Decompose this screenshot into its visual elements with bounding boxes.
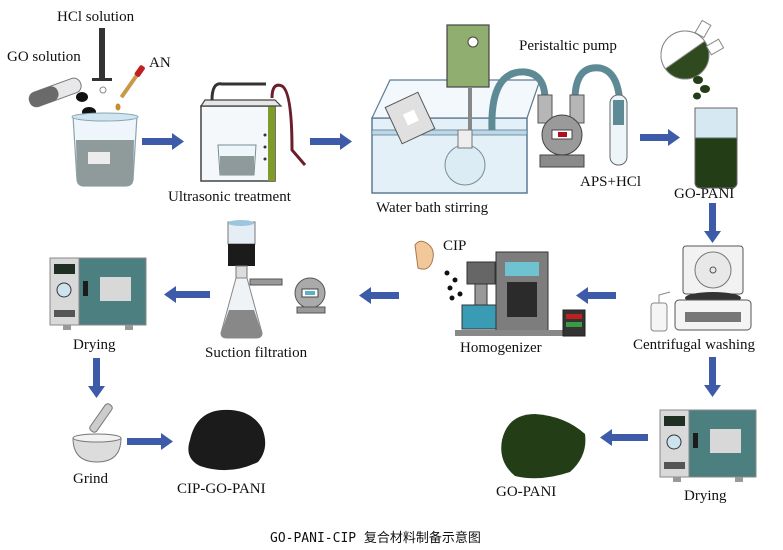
arrow-right-3 xyxy=(640,134,668,141)
arrow-left-4 xyxy=(612,434,648,441)
label-centrifugal-washing: Centrifugal washing xyxy=(633,337,756,353)
label-drying-left: Drying xyxy=(73,337,116,353)
go-pani-vial-icon xyxy=(660,19,738,189)
water-bath-icon xyxy=(371,24,628,194)
mortar-pestle-icon xyxy=(72,403,122,463)
label-water-bath-stirring: Water bath stirring xyxy=(376,200,489,216)
homogenizer-icon xyxy=(414,240,586,337)
figure-caption: GO-PANI-CIP 复合材料制备示意图 xyxy=(270,531,481,546)
label-go-pani-vial: GO-PANI xyxy=(674,186,735,202)
drying-oven-right-icon xyxy=(659,409,757,482)
arrow-right-2 xyxy=(310,138,340,145)
label-grind: Grind xyxy=(73,471,108,487)
label-drying-right: Drying xyxy=(684,488,727,504)
mixing-beaker-icon xyxy=(28,28,145,187)
label-go-pani-powder: GO-PANI xyxy=(496,484,557,500)
arrow-right-1 xyxy=(142,138,172,145)
arrow-down-2 xyxy=(709,357,716,385)
label-homogenizer: Homogenizer xyxy=(460,340,542,356)
label-peristaltic-pump: Peristaltic pump xyxy=(519,38,617,54)
label-cip-go-pani: CIP-GO-PANI xyxy=(177,481,266,497)
arrow-left-1 xyxy=(588,292,616,299)
label-ultrasonic-treatment: Ultrasonic treatment xyxy=(168,189,291,205)
label-go-solution: GO solution xyxy=(7,49,81,65)
go-pani-powder-icon xyxy=(501,414,586,479)
label-cip: CIP xyxy=(443,238,467,254)
arrow-down-3 xyxy=(93,358,100,386)
drying-oven-left-icon xyxy=(49,257,147,330)
cip-go-pani-powder-icon xyxy=(188,409,266,471)
arrow-down-1 xyxy=(709,203,716,231)
arrow-right-4 xyxy=(127,438,161,445)
label-hcl-solution: HCl solution xyxy=(57,9,135,25)
label-aps-hcl: APS+HCl xyxy=(580,174,641,190)
centrifuge-icon xyxy=(650,245,752,332)
suction-filtration-icon xyxy=(220,220,326,339)
arrow-left-3 xyxy=(176,291,210,298)
label-an: AN xyxy=(149,55,171,71)
ultrasonic-bath-icon xyxy=(199,82,307,182)
arrow-left-2 xyxy=(371,292,399,299)
label-suction-filtration: Suction filtration xyxy=(205,345,308,361)
